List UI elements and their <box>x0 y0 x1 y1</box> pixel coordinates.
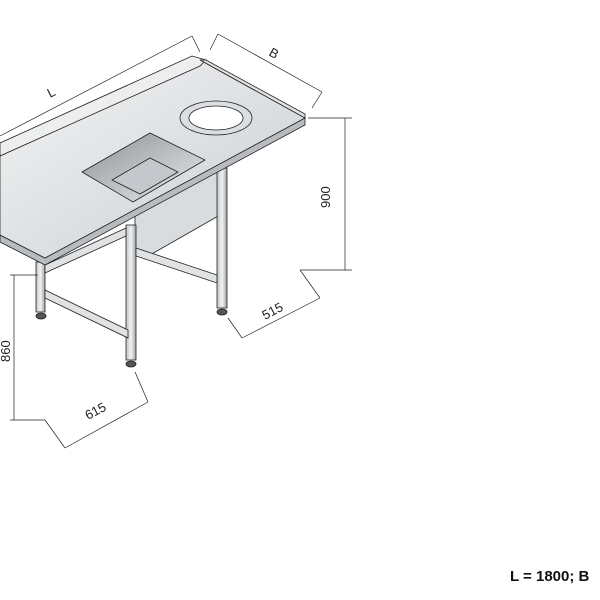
side-upstand <box>199 59 306 119</box>
dimension-515: 515 <box>259 299 285 322</box>
sink-bowl-floor <box>111 157 179 195</box>
frame-rail <box>44 289 129 339</box>
dimension-lines <box>0 33 352 449</box>
frame-rail <box>135 247 218 284</box>
dimension-860: 860 <box>0 340 13 362</box>
dimension-B: B <box>267 45 282 62</box>
dimension-615: 615 <box>82 399 108 422</box>
back-upstand <box>0 55 207 157</box>
leg <box>35 261 46 313</box>
foot <box>216 308 228 316</box>
leg <box>125 224 137 361</box>
size-caption: L = 1800; B <box>510 568 590 585</box>
waste-chute-hole <box>188 105 244 131</box>
frame-rail <box>44 227 127 274</box>
dimension-L: L <box>45 84 58 101</box>
leg <box>216 167 228 309</box>
foot <box>35 312 47 320</box>
dimension-900: 900 <box>318 186 333 208</box>
foot <box>125 360 137 368</box>
